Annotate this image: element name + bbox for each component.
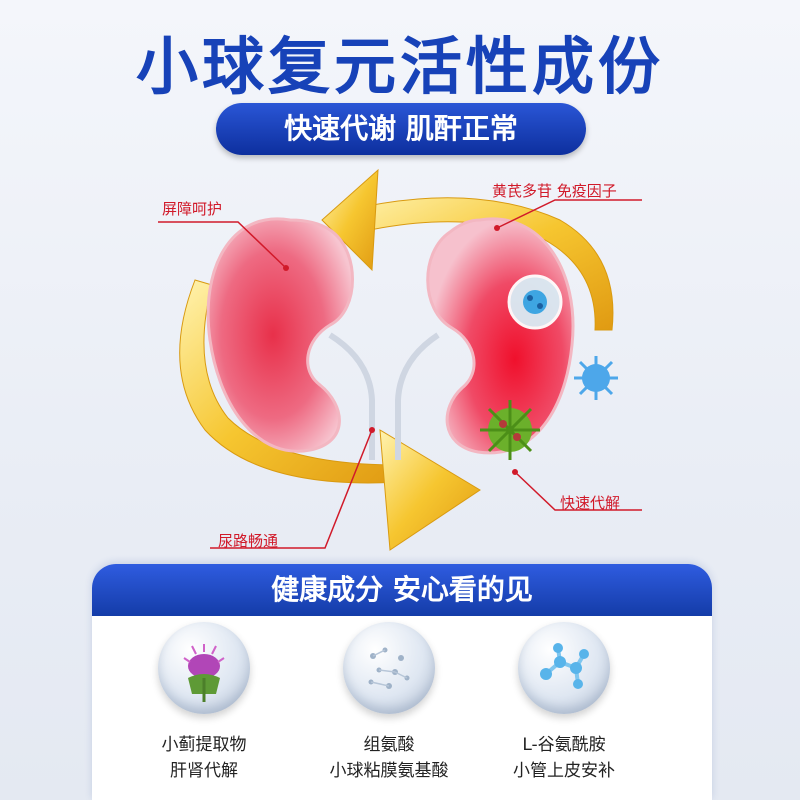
ingredient-desc-2: 小球粘膜氨基酸	[329, 761, 449, 781]
callout-immune: 黄芪多苷 免疫因子	[492, 182, 617, 200]
subtitle-badge: 快速代谢 肌酐正常	[216, 103, 586, 155]
ingredient-name-3: L-谷氨酰胺	[522, 735, 606, 755]
callout-line-barrier	[158, 221, 287, 269]
ingredient-desc-3: 小管上皮安补	[513, 761, 615, 781]
kidney-cycle-illustration	[158, 168, 642, 551]
callout-metabolism: 快速代解	[560, 494, 621, 512]
ingredient-name-1: 小蓟提取物	[161, 735, 247, 755]
gold-cycle-arrow-bottom	[179, 279, 481, 551]
molecule-crystals-icon	[343, 622, 435, 714]
callout-urinary: 尿路畅通	[218, 532, 279, 550]
callout-line-urinary	[210, 429, 373, 549]
ingredient-desc-1: 肝肾代解	[170, 761, 238, 781]
right-ureter	[395, 332, 440, 460]
left-ureter	[328, 332, 375, 460]
blue-virus-icon	[574, 356, 618, 400]
immune-cell-icon	[507, 274, 563, 330]
callout-line-metabolism	[514, 471, 642, 511]
thistle-flower-icon	[158, 622, 250, 714]
ingredient-name-2: 组氨酸	[363, 735, 415, 755]
callout-barrier: 屏障呵护	[162, 200, 223, 218]
ingredients-panel-header: 健康成分 安心看的见	[92, 564, 712, 616]
molecule-structure-icon	[518, 622, 610, 714]
green-virus-icon	[480, 400, 540, 460]
left-kidney	[206, 217, 354, 453]
page-title: 小球复元活性成份	[135, 30, 664, 103]
callout-line-immune	[496, 199, 642, 229]
